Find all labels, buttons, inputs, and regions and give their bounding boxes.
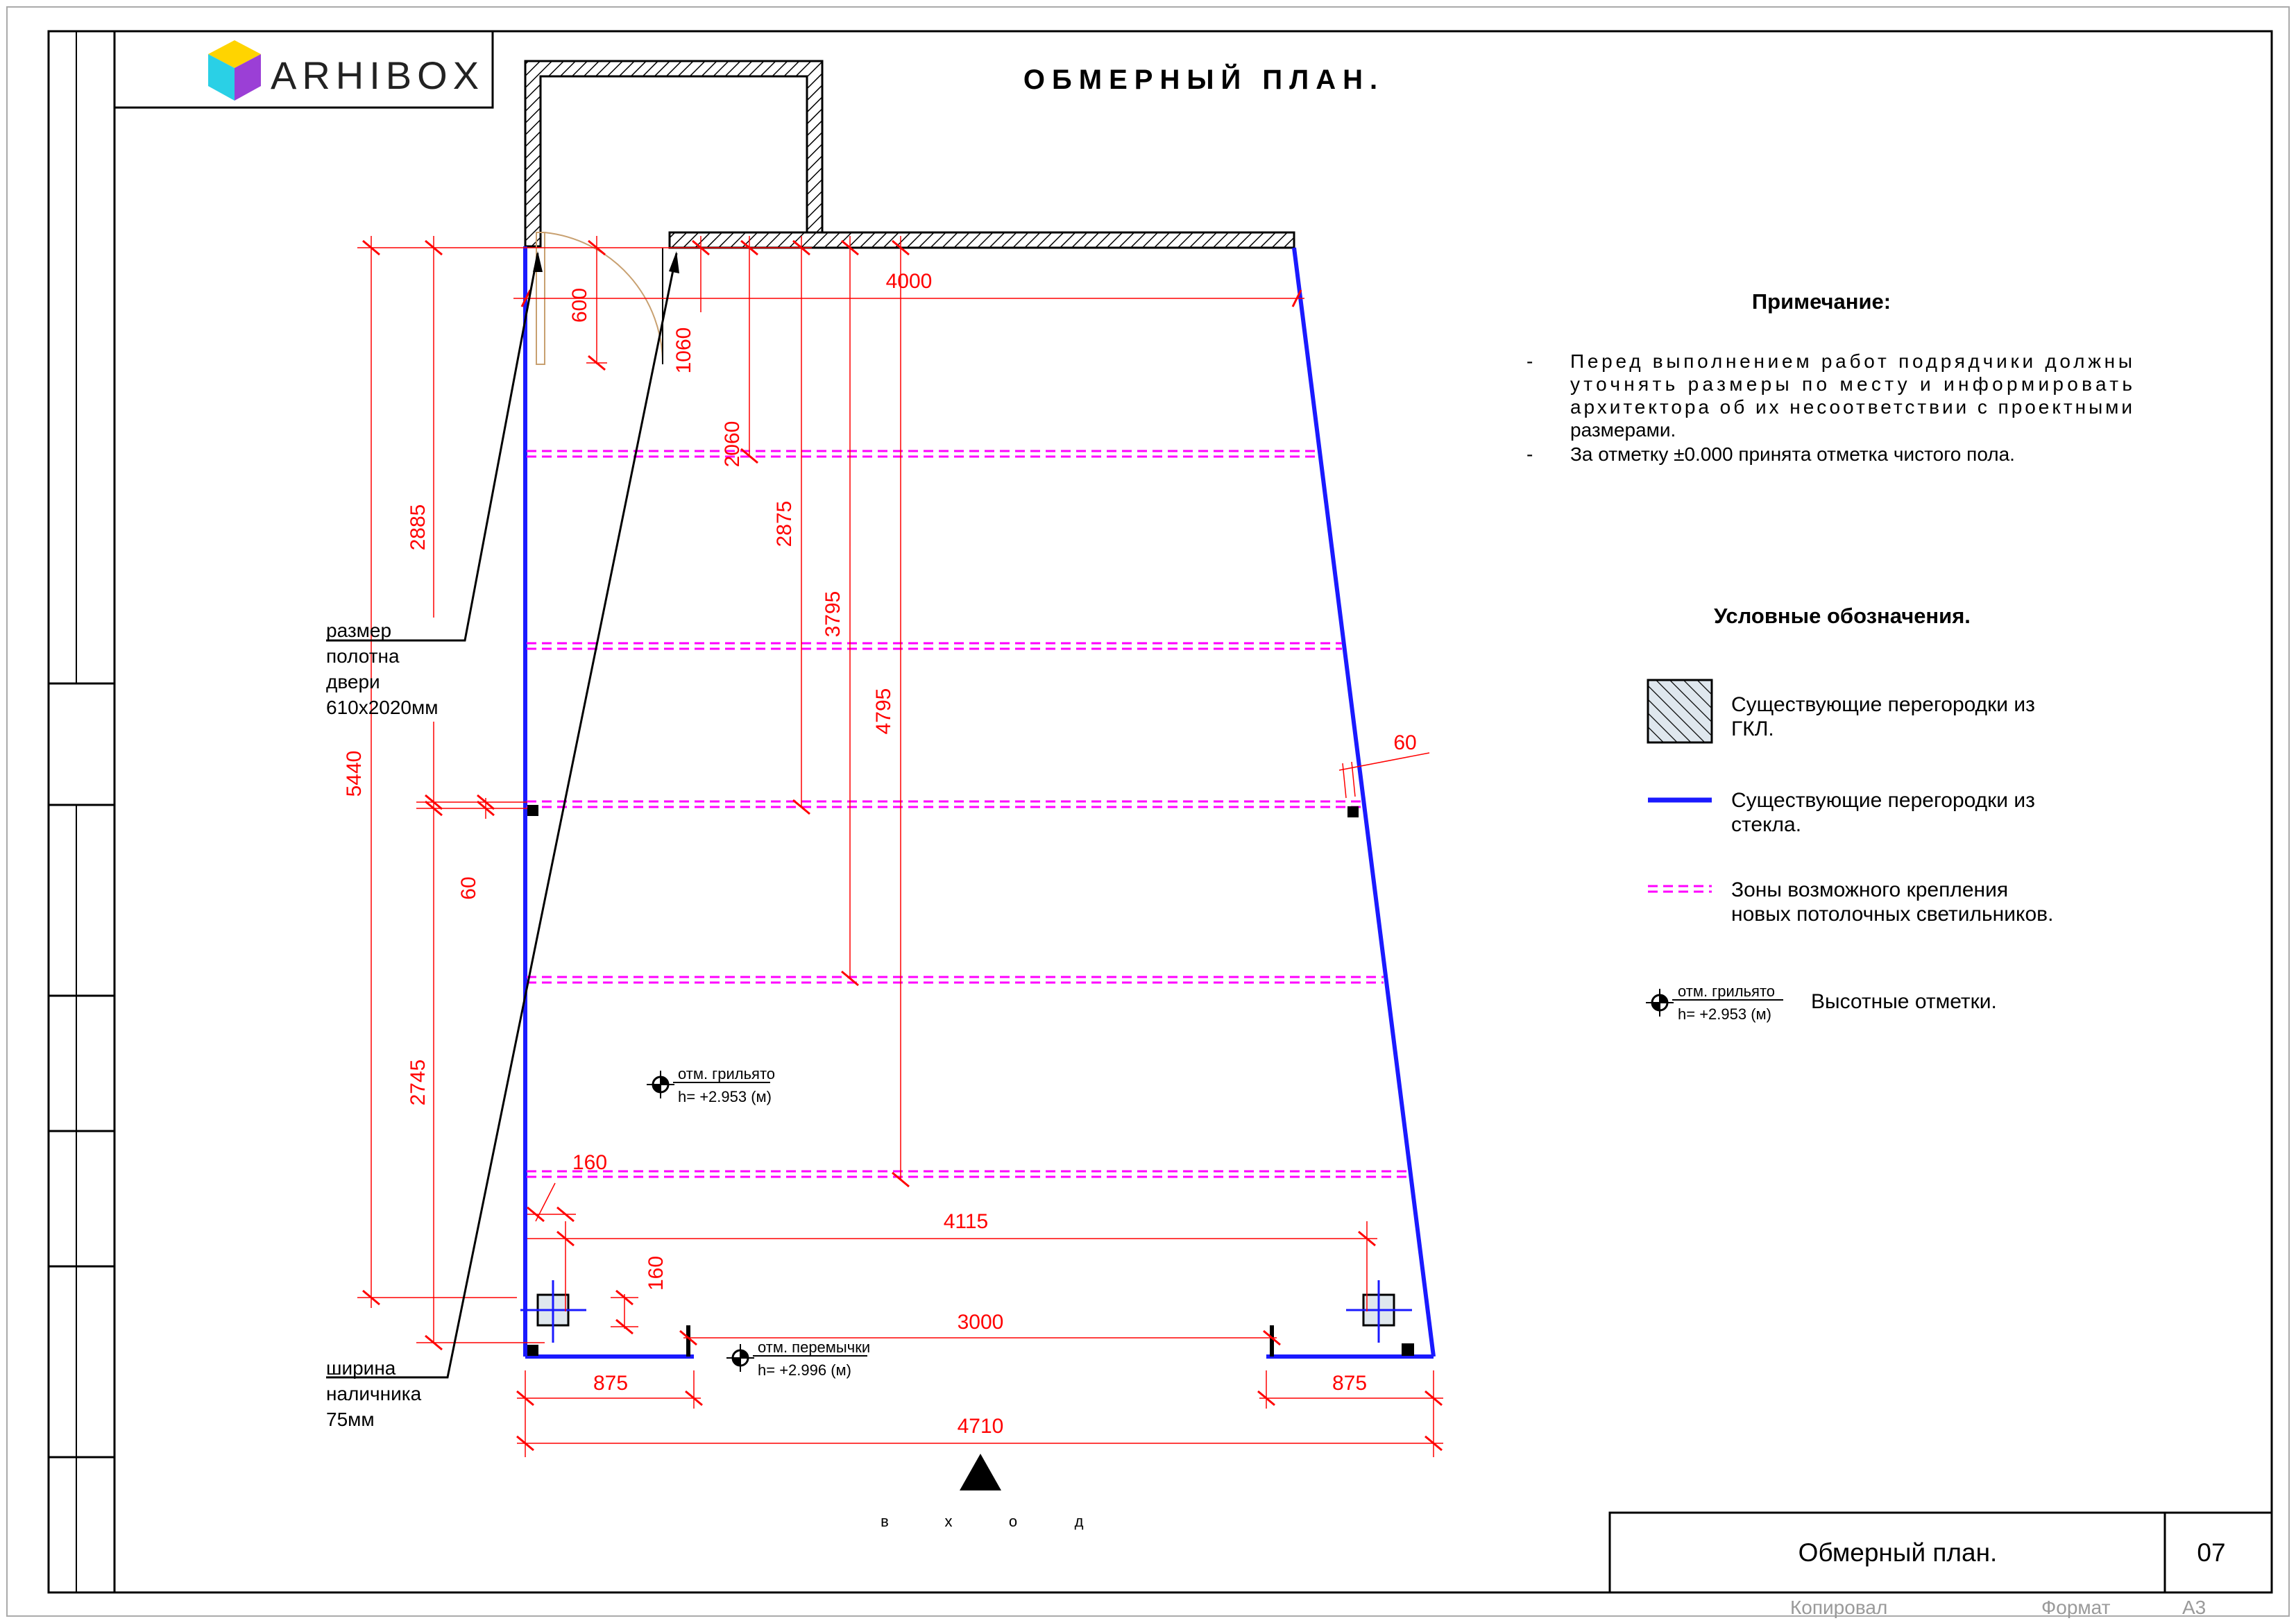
elevation-marker-icon xyxy=(726,1344,754,1372)
elevation-marker-icon xyxy=(647,1071,674,1098)
dimension-ticks xyxy=(362,239,1443,1452)
dim-3000: 3000 xyxy=(958,1311,1004,1334)
notes-heading: Примечание: xyxy=(1752,289,1891,314)
logo: ARHIBOX xyxy=(113,30,494,109)
svg-text:размер: размер xyxy=(326,620,391,641)
svg-text:архитектора об их несоответств: архитектора об их несоответствии с проек… xyxy=(1570,396,2132,418)
callout-casing: ширина наличника 75мм xyxy=(326,1357,422,1430)
elevation-lintel: отм. перемычки h= +2.996 (м) xyxy=(726,1339,870,1379)
svg-text:ГКЛ.: ГКЛ. xyxy=(1731,717,1774,740)
svg-text:-: - xyxy=(1527,443,1533,465)
entrance-marker: в х о д xyxy=(881,1454,1084,1530)
dim-60-left: 60 xyxy=(457,876,480,899)
legend-heading: Условные обозначения. xyxy=(1714,604,1971,628)
sheet-frame xyxy=(6,6,2290,1617)
svg-text:Высотные отметки.: Высотные отметки. xyxy=(1811,990,1997,1013)
svg-text:о: о xyxy=(1009,1513,1017,1530)
dim-4710: 4710 xyxy=(958,1415,1004,1438)
svg-text:Существующие перегородки из: Существующие перегородки из xyxy=(1731,693,2035,716)
svg-text:новых потолочных светильников.: новых потолочных светильников. xyxy=(1731,903,2053,926)
dim-4115: 4115 xyxy=(944,1210,989,1233)
logo-cube-icon xyxy=(208,40,261,101)
glass-walls xyxy=(523,246,1436,1359)
dim-2885: 2885 xyxy=(407,504,430,551)
dim-2060: 2060 xyxy=(721,421,744,468)
svg-text:Зоны возможного крепления: Зоны возможного крепления xyxy=(1731,878,2008,901)
light-fixture-zones xyxy=(527,450,1408,1178)
svg-text:75мм: 75мм xyxy=(326,1409,375,1430)
svg-text:д: д xyxy=(1075,1513,1084,1530)
dim-60-right: 60 xyxy=(1393,731,1416,754)
svg-text:размерами.: размерами. xyxy=(1570,419,1676,441)
dim-5440: 5440 xyxy=(343,751,366,797)
legend: Условные обозначения. Существующие перег… xyxy=(1646,604,2053,1023)
svg-text:наличника: наличника xyxy=(326,1383,422,1404)
svg-text:Существующие перегородки из: Существующие перегородки из xyxy=(1731,789,2035,812)
dim-160-top: 160 xyxy=(572,1151,607,1174)
svg-text:х: х xyxy=(945,1513,953,1530)
dimension-texts: 4000 600 1060 2060 2875 3795 4795 2885 5… xyxy=(343,270,1417,1438)
legend-gkl-swatch xyxy=(1647,679,1713,744)
page-title: ОБМЕРНЫЙ ПЛАН. xyxy=(1023,63,1384,95)
svg-text:в: в xyxy=(881,1513,889,1530)
notes-block: Примечание: - Перед выполнением работ по… xyxy=(1527,289,2132,465)
svg-text:ширина: ширина xyxy=(326,1357,396,1379)
svg-text:двери: двери xyxy=(326,671,380,692)
svg-text:уточнять размеры по месту и ин: уточнять размеры по месту и информироват… xyxy=(1570,373,2132,395)
structure-marks xyxy=(520,805,1414,1357)
svg-text:стекла.: стекла. xyxy=(1731,813,1801,836)
svg-text:полотна: полотна xyxy=(326,645,400,667)
svg-text:h= +2.953 (м): h= +2.953 (м) xyxy=(678,1088,772,1105)
dim-875-left: 875 xyxy=(593,1372,628,1395)
sheet-number: 07 xyxy=(2197,1538,2225,1567)
svg-text:Перед выполнением работ подряд: Перед выполнением работ подрядчики должн… xyxy=(1570,350,2132,372)
dim-4000: 4000 xyxy=(886,270,933,293)
svg-text:А3: А3 xyxy=(2182,1597,2206,1618)
svg-text:Копировал: Копировал xyxy=(1790,1597,1887,1618)
svg-text:-: - xyxy=(1527,350,1533,372)
dim-3795: 3795 xyxy=(822,591,844,638)
svg-text:h= +2.953 (м): h= +2.953 (м) xyxy=(1678,1005,1771,1023)
elevation-marker-icon xyxy=(1646,989,1674,1017)
callout-door: размер полотна двери 610х2020мм xyxy=(326,620,439,718)
dim-2745: 2745 xyxy=(407,1060,430,1106)
callout-arrows xyxy=(533,251,679,273)
entrance-arrow-icon xyxy=(960,1454,1001,1490)
callout-leaders xyxy=(326,253,678,1379)
dimension-lines xyxy=(357,236,1443,1457)
dim-160-side: 160 xyxy=(645,1256,667,1291)
logo-text: ARHIBOX xyxy=(271,53,484,97)
svg-text:отм. грильято: отм. грильято xyxy=(678,1065,775,1082)
svg-text:За отметку ±0.000 принята отме: За отметку ±0.000 принята отметка чистог… xyxy=(1570,443,2015,465)
title-block: Обмерный план. 07 Копировал Формат А3 xyxy=(1608,1511,2273,1618)
elevation-grille: отм. грильято h= +2.953 (м) xyxy=(647,1065,775,1105)
svg-text:610х2020мм: 610х2020мм xyxy=(326,697,439,718)
dim-2875: 2875 xyxy=(773,501,796,547)
svg-text:отм. перемычки: отм. перемычки xyxy=(758,1339,870,1356)
dim-875-right: 875 xyxy=(1332,1372,1367,1395)
svg-text:отм. грильято: отм. грильято xyxy=(1678,983,1775,1000)
dim-600: 600 xyxy=(568,288,591,323)
dim-4795: 4795 xyxy=(872,688,895,735)
svg-text:Формат: Формат xyxy=(2041,1597,2111,1618)
sheet-name: Обмерный план. xyxy=(1798,1538,1998,1567)
svg-text:h= +2.996 (м): h= +2.996 (м) xyxy=(758,1361,851,1379)
dim-1060: 1060 xyxy=(672,328,695,374)
